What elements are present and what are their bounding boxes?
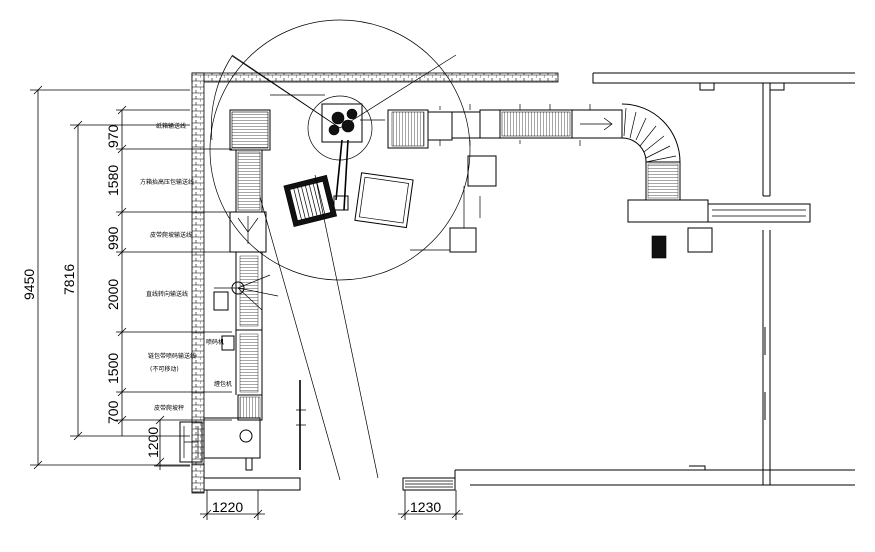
palletizing-robot — [321, 103, 363, 211]
pallet-left — [283, 174, 338, 228]
label-turn-conveyor: 直线转向输送线 — [146, 290, 188, 298]
label-belt-incline-conveyor: 皮带爬坡输送线 — [150, 231, 192, 239]
dim-seg-3: 990 — [105, 226, 121, 250]
label-belt-scale: 皮带爬坡秤 — [154, 404, 184, 412]
dim-inner-height: 7816 — [61, 264, 77, 295]
label-not-movable: (不可移动) — [150, 365, 179, 373]
dim-seg-1: 970 — [105, 124, 121, 148]
dim-overall-height: 9450 — [21, 269, 37, 300]
dim-seg-6: 700 — [105, 400, 121, 424]
building-walls — [191, 72, 855, 494]
dim-seg-2: 1580 — [105, 165, 121, 196]
forklift-path — [257, 174, 379, 481]
dimension-lines — [30, 85, 463, 520]
dim-seg-4: 2000 — [105, 279, 121, 310]
dim-bottom-left: 1200 — [145, 427, 161, 458]
vertical-conveyor-line — [179, 109, 306, 471]
label-coding-conveyor: 链包带喷码输送线 — [148, 352, 196, 360]
label-carton-conveyor: 纸箱输送线 — [156, 122, 186, 130]
dim-width-left: 1220 — [212, 499, 243, 515]
label-wrapper: 缠包机 — [214, 380, 232, 388]
dim-seg-5: 1500 — [105, 353, 121, 384]
pallet-right — [354, 172, 414, 229]
label-lift-press-conveyor: 方箱抬高压包输送线 — [140, 178, 194, 186]
label-coder: 喷码机 — [206, 338, 224, 346]
dim-width-right: 1230 — [410, 499, 441, 515]
horizontal-conveyor-line — [387, 103, 811, 259]
robot-work-area — [209, 19, 471, 281]
